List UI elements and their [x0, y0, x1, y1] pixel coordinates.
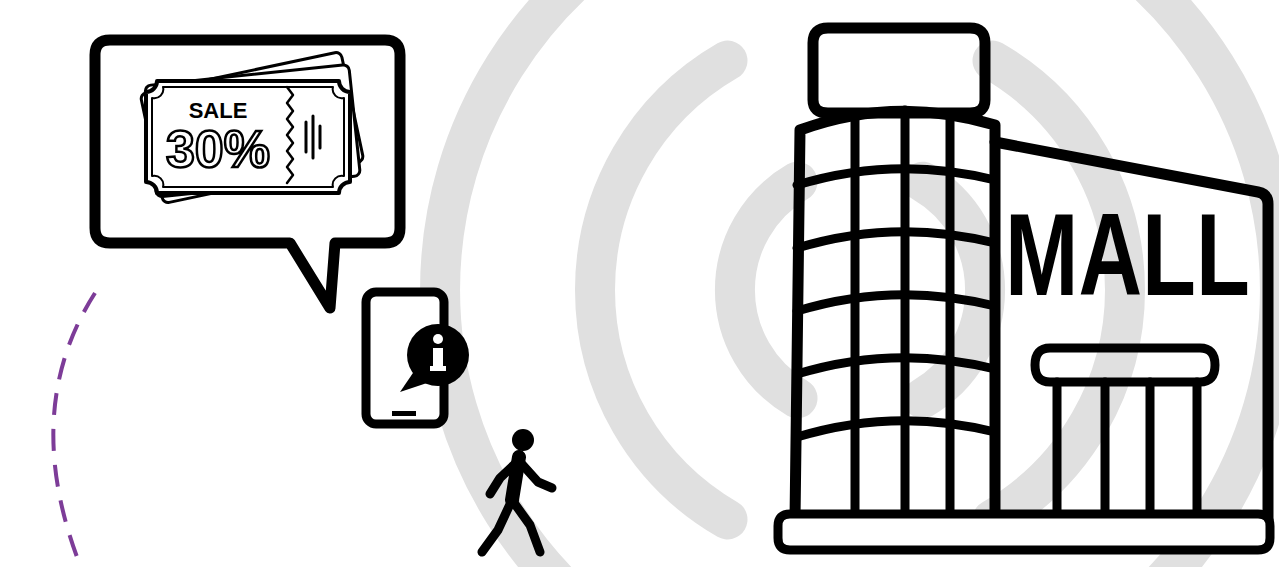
entrance-columns	[1057, 382, 1197, 520]
mall-building: MALL	[775, 20, 1275, 560]
signal-arc	[595, 61, 728, 520]
person-arm	[520, 462, 552, 488]
info-dot	[433, 334, 443, 344]
mall-sign: MALL	[1005, 197, 1256, 313]
discount-value: 30%	[148, 123, 288, 175]
person-leg	[482, 500, 512, 552]
dashed-path	[53, 293, 95, 565]
signal-arc	[735, 182, 798, 399]
person-head	[512, 429, 534, 451]
speech-bubble	[95, 40, 400, 308]
info-circle	[407, 324, 469, 386]
signal-arc	[440, 0, 650, 567]
ticket-perforation	[287, 87, 293, 183]
person-leg	[512, 500, 540, 552]
coupon-ticket: SALE30%	[143, 78, 353, 196]
tower-bands	[797, 169, 995, 437]
entrance-canopy	[1035, 348, 1215, 382]
back-ticket	[140, 51, 364, 203]
back-ticket	[145, 64, 361, 197]
ticket-barcode	[306, 116, 320, 158]
signal-waves	[440, 0, 1279, 567]
building-base	[778, 514, 1270, 550]
ticket-outline	[146, 81, 350, 193]
info-base	[430, 366, 446, 371]
walking-person	[482, 429, 552, 552]
tower-cap	[813, 28, 985, 113]
phone-icon	[366, 292, 469, 424]
tower-body	[795, 111, 995, 520]
phone-button	[392, 411, 416, 416]
person-arm	[490, 462, 517, 494]
mall-block	[995, 142, 1268, 520]
sale-label: SALE	[148, 100, 288, 122]
